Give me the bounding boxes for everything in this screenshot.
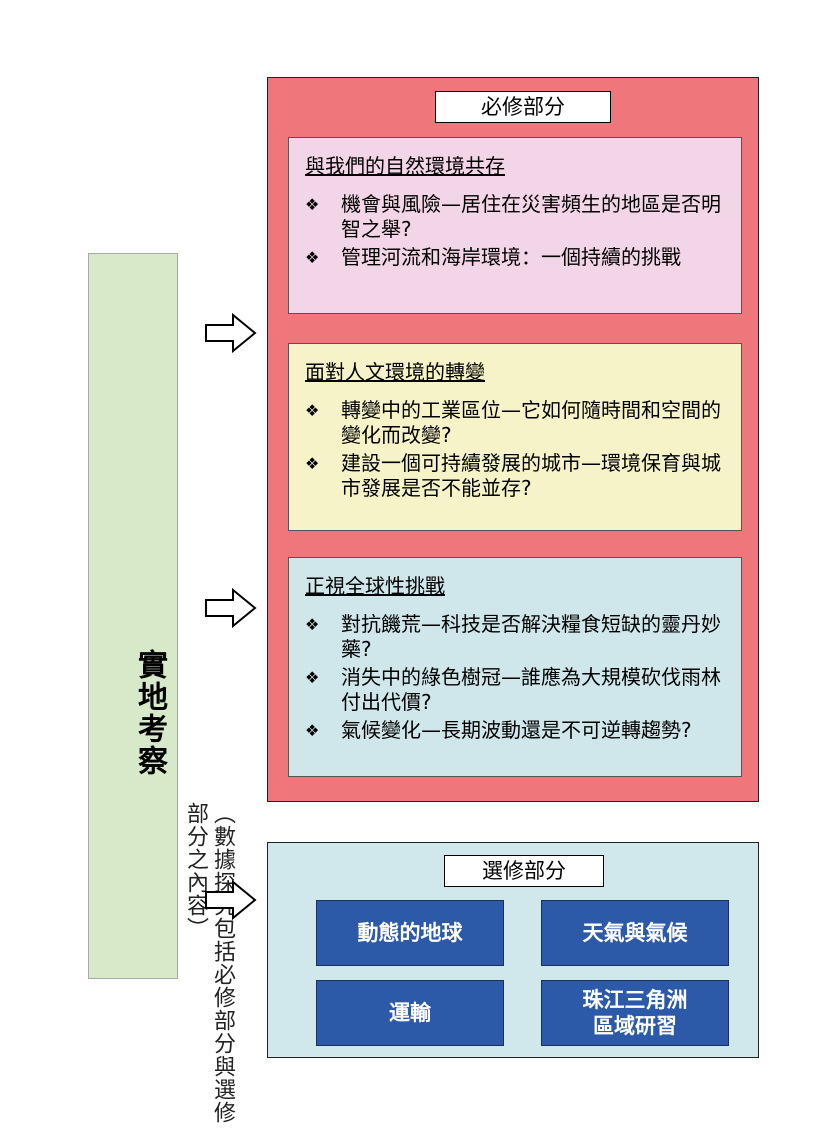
fieldwork-description: （數據探究包括必修部分與選修部分之內容） xyxy=(183,802,235,1124)
elective-part-label: 選修部分 xyxy=(444,855,604,887)
list-item: ❖轉變中的工業區位—它如何隨時間和空間的變化而改變? xyxy=(305,398,721,447)
bullet-diamond-icon: ❖ xyxy=(305,668,320,687)
right-arrow-icon xyxy=(205,880,257,920)
list-item: ❖對抗饑荒—科技是否解決糧食短缺的靈丹妙藥? xyxy=(305,612,721,661)
fieldwork-panel: 實地考察 （數據探究包括必修部分與選修部分之內容） xyxy=(88,253,235,1124)
elective-part-box: 選修部分 動態的地球 天氣與氣候 運輸 珠江三角洲區域研習 xyxy=(267,842,759,1058)
module-transport: 運輸 xyxy=(316,980,504,1046)
list-item: ❖管理河流和海岸環境：一個持續的挑戰 xyxy=(305,245,681,269)
bullet-diamond-icon: ❖ xyxy=(305,195,320,214)
section-title: 正視全球性挑戰 xyxy=(305,574,445,598)
bullet-diamond-icon: ❖ xyxy=(305,454,320,473)
module-weather-climate: 天氣與氣候 xyxy=(541,900,729,966)
section-title: 面對人文環境的轉變 xyxy=(305,360,485,384)
list-item: ❖建設一個可持續發展的城市—環境保育與城市發展是否不能並存? xyxy=(305,451,721,500)
theme-section-global-challenges: 正視全球性挑戰 ❖對抗饑荒—科技是否解決糧食短缺的靈丹妙藥? ❖消失中的綠色樹冠… xyxy=(288,557,742,777)
list-item: ❖機會與風險—居住在災害頻生的地區是否明智之舉? xyxy=(305,192,721,241)
right-arrow-icon xyxy=(205,588,257,628)
bullet-diamond-icon: ❖ xyxy=(305,248,320,267)
section-title: 與我們的自然環境共存 xyxy=(305,154,505,178)
compulsory-part-box: 必修部分 與我們的自然環境共存 ❖機會與風險—居住在災害頻生的地區是否明智之舉?… xyxy=(267,77,759,802)
fieldwork-title: 實地考察 xyxy=(132,649,167,777)
theme-section-natural-environment: 與我們的自然環境共存 ❖機會與風險—居住在災害頻生的地區是否明智之舉? ❖管理河… xyxy=(288,137,742,314)
list-item: ❖氣候變化—長期波動還是不可逆轉趨勢? xyxy=(305,718,692,742)
module-pearl-river-delta: 珠江三角洲區域研習 xyxy=(541,980,729,1046)
list-item: ❖消失中的綠色樹冠—誰應為大規模砍伐雨林付出代價? xyxy=(305,665,721,714)
bullet-diamond-icon: ❖ xyxy=(305,401,320,420)
compulsory-part-label: 必修部分 xyxy=(435,91,611,123)
right-arrow-icon xyxy=(205,313,257,353)
bullet-diamond-icon: ❖ xyxy=(305,615,320,634)
module-dynamic-earth: 動態的地球 xyxy=(316,900,504,966)
theme-section-human-environment: 面對人文環境的轉變 ❖轉變中的工業區位—它如何隨時間和空間的變化而改變? ❖建設… xyxy=(288,343,742,531)
bullet-diamond-icon: ❖ xyxy=(305,721,320,740)
